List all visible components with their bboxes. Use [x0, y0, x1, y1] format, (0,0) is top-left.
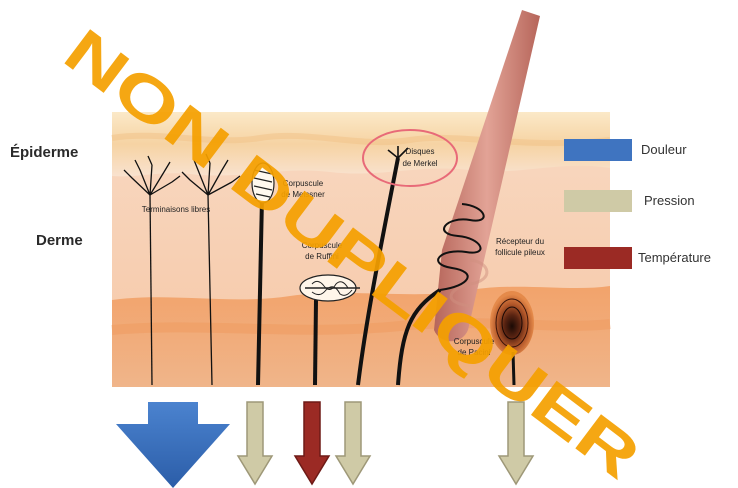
- arrow-pain: [116, 402, 230, 488]
- legend-label-temperature: Température: [638, 250, 711, 265]
- label-hair-line1: Récepteur du: [496, 237, 544, 246]
- label-merkel-line1: Disques: [406, 147, 435, 156]
- legend-swatch-pressure: [564, 190, 632, 212]
- epidermis-label: Épiderme: [10, 144, 78, 161]
- hypodermis-band: [112, 323, 610, 330]
- label-hair-line2: follicule pileux: [495, 248, 545, 257]
- legend-swatch-temperature: [564, 247, 632, 269]
- legend-swatch-pain: [564, 139, 632, 161]
- label-merkel-line2: de Merkel: [402, 159, 437, 168]
- output-arrows: [116, 402, 533, 488]
- dermis-label: Derme: [36, 232, 83, 249]
- arrow-pressure-1: [238, 402, 272, 484]
- legend-label-pain: Douleur: [641, 142, 687, 157]
- label-free-endings: Terminaisons libres: [142, 205, 210, 214]
- arrow-pressure-2: [336, 402, 370, 484]
- arrow-temperature: [295, 402, 329, 484]
- legend-label-pressure: Pression: [644, 193, 695, 208]
